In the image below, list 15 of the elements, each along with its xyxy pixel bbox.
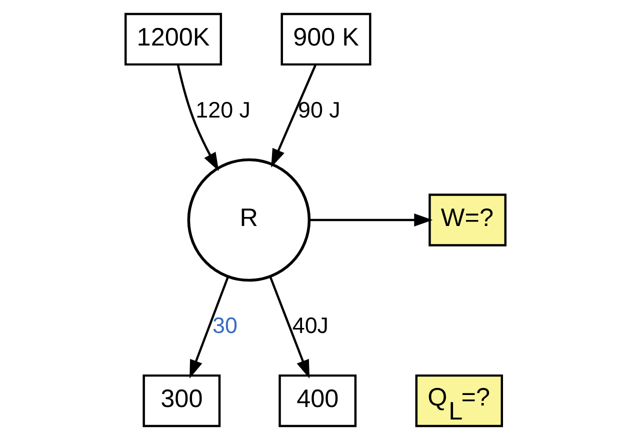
arrow (190, 276, 230, 378)
node-box: 1200K (124, 12, 222, 66)
arrow (176, 64, 219, 172)
edge-label: 40J (292, 313, 329, 338)
arrow (310, 214, 433, 226)
edge-label: 120 J (196, 97, 250, 122)
node-box: 300 (142, 374, 221, 428)
edge-label: 30 (212, 313, 238, 338)
node-circle: R (187, 158, 311, 282)
arrow (271, 64, 317, 168)
node-box: 900 K (280, 12, 372, 66)
arrow (269, 276, 310, 378)
edge-label: 90 J (298, 97, 340, 122)
node-box: 400 (278, 374, 357, 428)
node-box: W=? (428, 194, 507, 246)
